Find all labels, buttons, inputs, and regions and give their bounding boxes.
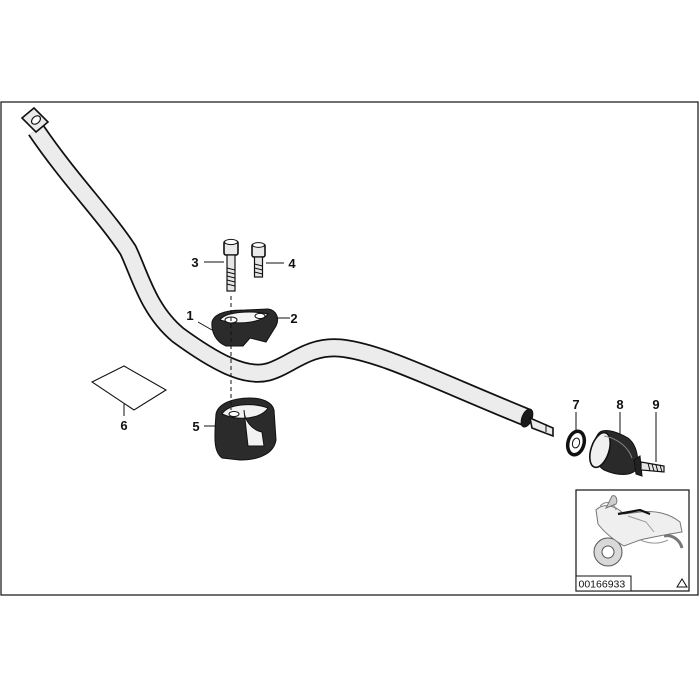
diagram-frame (0, 101, 699, 596)
leader-lines (123, 261, 657, 462)
callout-8: 8 (616, 397, 623, 412)
part-number: 00166933 (579, 579, 626, 591)
end-screw (633, 455, 665, 477)
short-bolt (251, 242, 266, 278)
callout-6: 6 (120, 418, 127, 433)
callout-2: 2 (290, 311, 297, 326)
bar-end-weight (588, 430, 639, 475)
inset-thumbnail: 00166933 (575, 489, 690, 592)
callout-1: 1 (186, 308, 193, 323)
callout-3: 3 (191, 255, 198, 270)
callout-4: 4 (288, 256, 296, 271)
callout-9: 9 (652, 397, 659, 412)
lower-clamp (214, 397, 277, 461)
washer (565, 429, 587, 457)
upper-clamp (211, 308, 279, 347)
handlebar (20, 106, 554, 438)
motorcycle-icon (593, 495, 684, 567)
warning-triangle-icon (676, 578, 688, 588)
callout-5: 5 (192, 419, 199, 434)
long-bolt (223, 238, 239, 292)
callout-7: 7 (572, 397, 579, 412)
label-sheet (90, 365, 168, 411)
